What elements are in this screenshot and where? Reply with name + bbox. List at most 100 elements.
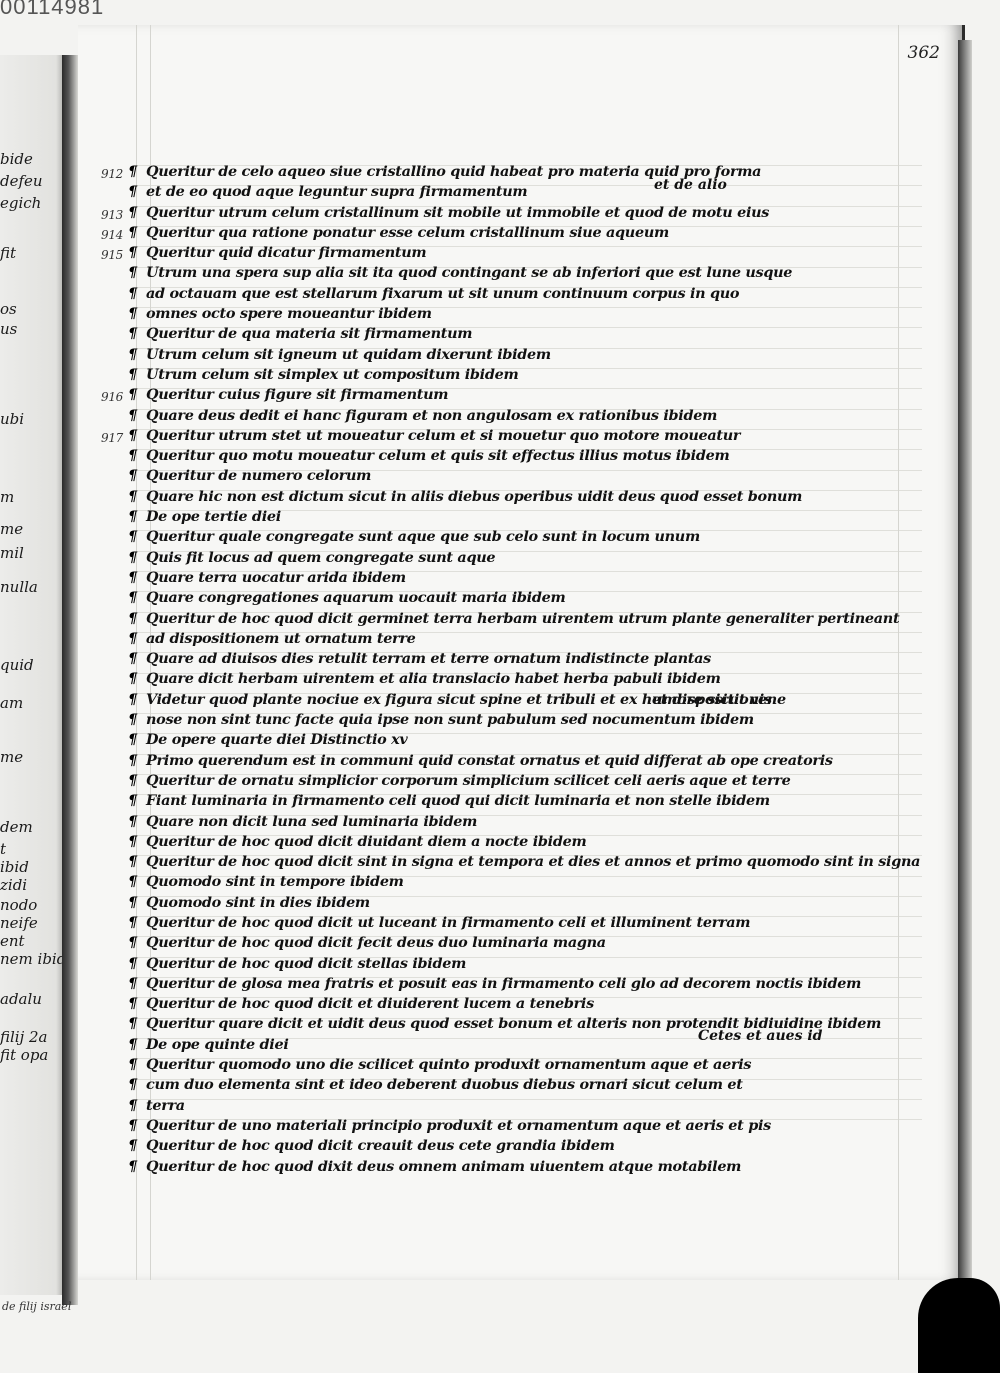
left-page-text-fragment: os [0, 300, 17, 318]
left-page-text-fragment: nodo [0, 896, 38, 914]
ruling-line [136, 774, 922, 775]
ruling-line [136, 368, 922, 369]
manuscript-line: 914¶Queritur qua ratione ponatur esse ce… [101, 223, 808, 243]
paragraph-mark-icon: ¶ [128, 995, 137, 1013]
ruling-line [136, 347, 922, 349]
margin-note: Cetes et aues id [698, 1028, 823, 1044]
line-text: ad octauam que est stellarum fixarum ut … [146, 284, 740, 302]
paragraph-mark-icon: ¶ [128, 284, 137, 302]
manuscript-line: ¶Queritur quale congregate sunt aque que… [128, 527, 808, 547]
manuscript-line: ¶ad dispositionem ut ornatum terre [128, 629, 808, 649]
line-text: ad dispositionem ut ornatum terre [146, 629, 416, 647]
manuscript-line: ¶Queritur quo motu moueatur celum et qui… [128, 446, 808, 466]
folio-number: 362 [907, 43, 940, 63]
paragraph-mark-icon: ¶ [128, 954, 137, 972]
manuscript-page: 362 912¶Queritur de celo aqueo siue cris… [78, 25, 965, 1280]
paragraph-mark-icon: ¶ [128, 589, 137, 607]
paragraph-mark-icon: ¶ [128, 345, 137, 363]
thumb [918, 1278, 1000, 1373]
ruling-line [136, 185, 922, 187]
margin-rule-left-inner [150, 25, 151, 1280]
manuscript-line: ¶ Queritur de hoc quod dicit stellas ibid… [128, 954, 808, 974]
manuscript-line: ¶Quomodo sint in tempore ibidem [128, 872, 808, 892]
line-text: Quare ad diuisos dies retulit terram et … [146, 650, 711, 668]
manuscript-line: ¶Primo querendum est in communi quid con… [128, 751, 833, 771]
paragraph-mark-icon: ¶ [128, 751, 137, 769]
paragraph-mark-icon: ¶ [128, 812, 137, 830]
left-page-text-fragment: filij 2a [0, 1028, 48, 1046]
ruling-line [136, 713, 922, 715]
paragraph-mark-icon: ¶ [128, 893, 137, 911]
paragraph-mark-icon: ¶ [128, 1157, 137, 1175]
paragraph-mark-icon: ¶ [128, 203, 137, 221]
ruling-line [136, 855, 922, 857]
ruling-line [136, 449, 922, 451]
line-text: Queritur quale congregate sunt aque que … [146, 528, 700, 546]
manuscript-line: ¶ Queritur de hoc quod dicit diuidant die… [128, 832, 808, 852]
line-text: Videtur quod plante nociue ex figura sic… [146, 690, 786, 708]
left-page-text-fragment: us [0, 320, 18, 338]
line-text: Queritur de hoc quod dicit diuidant diem… [146, 832, 587, 850]
manuscript-line: ¶Quare deus dedit ei hanc figuram et non… [128, 406, 808, 426]
ruling-line [136, 530, 922, 532]
left-page-text-fragment: fit [0, 244, 17, 262]
paragraph-mark-icon: ¶ [128, 832, 137, 850]
ruling-line [136, 956, 922, 958]
manuscript-line: 913¶Queritur utrum celum cristallinum si… [101, 203, 808, 223]
paragraph-mark-icon: ¶ [128, 1015, 137, 1033]
line-text: Queritur de qua materia sit firmamentum [146, 325, 473, 343]
ruling-line [136, 611, 922, 613]
line-text: omnes octo spere moueantur ibidem [146, 305, 432, 323]
line-text: Queritur de hoc quod dicit stellas ibide… [146, 954, 466, 972]
manuscript-line: ¶De ope tertie diei [128, 507, 808, 527]
manuscript-line: ¶Queritur de hoc quod dicit et diuideren… [128, 994, 808, 1014]
line-text: Queritur cuius figure sit firmamentum [146, 386, 449, 404]
left-page-text-fragment: nem ibid [0, 950, 67, 968]
left-page-text-fragment: me [0, 748, 24, 766]
ruling-line [136, 225, 922, 227]
margin-note: et dispositionis [652, 692, 773, 708]
ruling-line [136, 1017, 922, 1019]
page-edge [958, 40, 972, 1280]
paragraph-mark-icon: ¶ [128, 447, 137, 465]
ruling-line [136, 1078, 922, 1080]
paragraph-mark-icon: ¶ [128, 913, 137, 931]
manuscript-line: 912¶Queritur de celo aqueo siue cristall… [101, 162, 808, 182]
line-text: Queritur de hoc quod dicit germinet terr… [146, 609, 900, 627]
ruling-line [136, 266, 922, 268]
left-page-text-fragment: bide [0, 150, 33, 168]
ruling-line [136, 591, 922, 593]
line-text: Queritur quomodo uno die scilicet quinto… [146, 1056, 752, 1074]
manuscript-line: ¶nose non sint tunc facte quia ipse non … [128, 710, 808, 730]
line-text: nose non sint tunc facte quia ipse non s… [146, 711, 754, 729]
manuscript-line: ¶Queritur de hoc quod dicit sint in sign… [128, 852, 920, 872]
paragraph-mark-icon: ¶ [128, 771, 137, 789]
line-text: Queritur quid dicatur firmamentum [146, 244, 427, 262]
line-text: Queritur de glosa mea fratris et posuit … [146, 974, 862, 992]
line-text: Queritur quare dicit et uidit deus quod … [146, 1015, 882, 1033]
paragraph-mark-icon: ¶ [128, 244, 137, 262]
line-text: Queritur de hoc quod dicit creauit deus … [146, 1137, 615, 1155]
left-page-text-fragment: neife [0, 914, 38, 932]
manuscript-line: ¶Utrum celum sit igneum ut quidam dixeru… [128, 345, 808, 365]
ruling-line [136, 165, 922, 166]
margin-note: et de alio [654, 177, 727, 193]
left-page-text-fragment: quid [0, 656, 34, 674]
book-gutter [62, 55, 78, 1305]
manuscript-line: ¶ Queritur quare dicit et uidit deus quod… [128, 1014, 881, 1034]
manuscript-line: ¶ ad octauam que est stellarum fixarum ut… [128, 284, 808, 304]
line-text: De opere quarte diei Distinctio xv [146, 731, 408, 749]
ruling-line [136, 1037, 922, 1039]
margin-rule-left [136, 25, 137, 1280]
manuscript-line: ¶Queritur de hoc quod dicit fecit deus d… [128, 933, 808, 953]
line-text: terra [146, 1096, 185, 1114]
ruling-line [136, 571, 922, 572]
ruling-line [136, 1119, 922, 1121]
manuscript-line: ¶Quare terra uocatur arida ibidem [128, 568, 808, 588]
paragraph-mark-icon: ¶ [128, 670, 137, 688]
ruling-line [136, 652, 922, 654]
ruling-line [136, 916, 922, 918]
paragraph-mark-icon: ¶ [128, 386, 137, 404]
line-text: Queritur de hoc quod dixit deus omnem an… [146, 1157, 742, 1175]
manuscript-line: ¶omnes octo spere moueantur ibidem [128, 304, 808, 324]
